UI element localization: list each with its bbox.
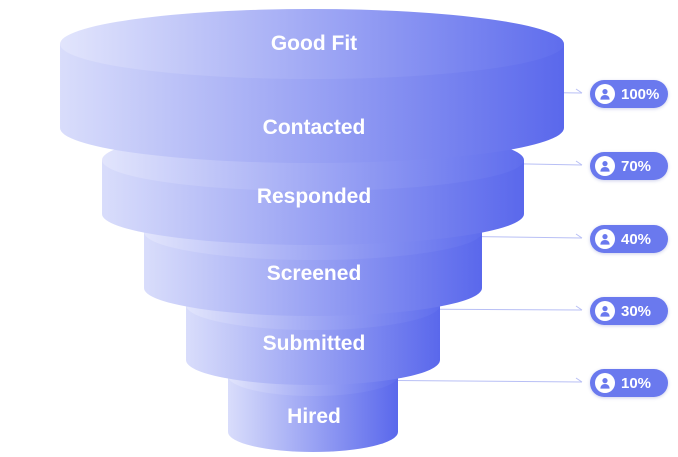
stage-label-responded: Responded — [257, 185, 371, 208]
percentage-value: 10% — [621, 374, 652, 392]
percentage-value: 40% — [621, 230, 652, 248]
funnel-tier-top — [60, 9, 564, 163]
stage-label-screened: Screened — [267, 262, 362, 285]
stage-label-contacted: Contacted — [263, 116, 366, 139]
percentage-badge-hired: 10% — [590, 369, 668, 397]
percentage-value: 30% — [621, 302, 652, 320]
user-icon — [595, 229, 615, 249]
connector-arrow — [575, 88, 583, 94]
percentage-value: 70% — [621, 157, 652, 175]
user-icon — [595, 156, 615, 176]
user-icon — [595, 84, 615, 104]
percentage-badge-submitted: 30% — [590, 297, 668, 325]
percentage-badge-screened: 40% — [590, 225, 668, 253]
user-icon — [595, 301, 615, 321]
user-icon — [595, 373, 615, 393]
percentage-value: 100% — [621, 85, 660, 103]
funnel-tiers — [60, 9, 564, 452]
percentage-badge-responded: 70% — [590, 152, 668, 180]
connector-arrow — [575, 233, 583, 239]
stage-label-good-fit: Good Fit — [271, 32, 357, 55]
connector-arrow — [575, 377, 583, 383]
stage-label-hired: Hired — [287, 405, 341, 428]
stage-label-submitted: Submitted — [263, 332, 366, 355]
connector-arrow — [575, 160, 583, 166]
percentage-badge-contacted: 100% — [590, 80, 668, 108]
connector-arrow — [575, 305, 583, 311]
stage-labels: Good Fit Contacted Responded Screened Su… — [257, 32, 371, 428]
